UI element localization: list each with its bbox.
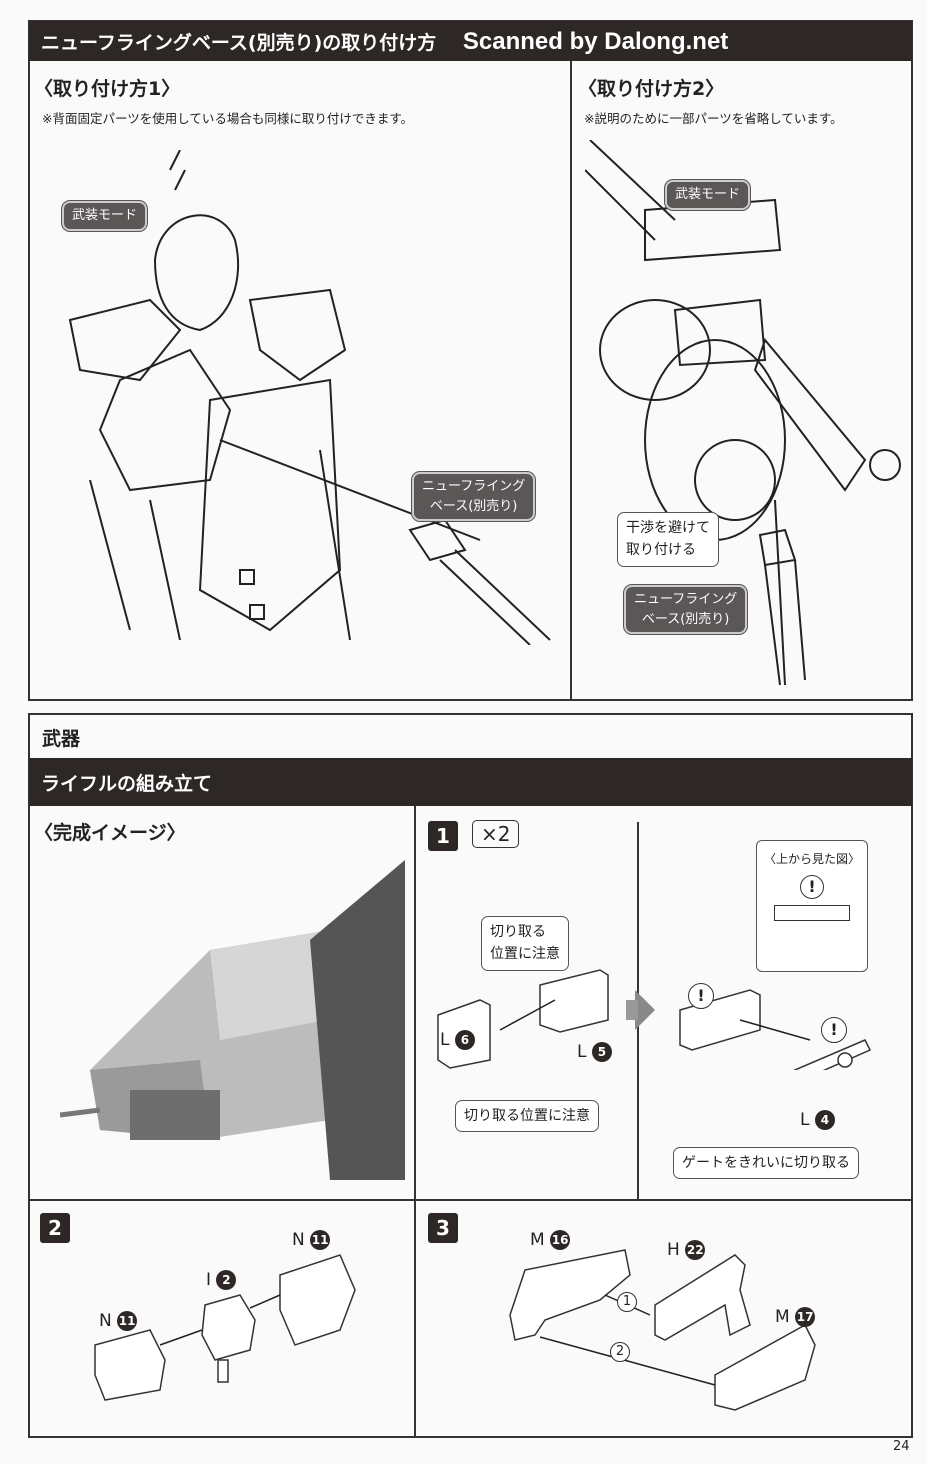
category-heading: 武器 [42, 728, 81, 750]
warning-icon: ! [688, 983, 714, 1009]
weapon-section [28, 713, 913, 1438]
warning-icon: ! [821, 1017, 847, 1043]
page-number: 24 [893, 1439, 910, 1454]
part-label-M16: M 16 [530, 1230, 571, 1250]
order-marker-1: 1 [617, 1292, 637, 1312]
watermark: Scanned by Dalong.net [462, 28, 729, 55]
top-view-label: 〈上から見た図〉 [763, 852, 860, 866]
step3-parts-illustration [509, 1249, 816, 1411]
mode-label-method2: 武装モード [665, 180, 751, 210]
method2-heading: 〈取り付け方2〉 [578, 78, 725, 100]
caution-cut-position-bubble: 切り取る 位置に注意 [481, 916, 569, 971]
method1-heading: 〈取り付け方1〉 [34, 78, 181, 100]
part-label-M17: M 17 [775, 1307, 816, 1327]
part-label-L6: L 6 [440, 1030, 475, 1050]
part-label-L5: L 5 [577, 1042, 612, 1062]
part-label-N11-left: N 11 [99, 1311, 138, 1331]
rifle-assembly-title-bar: ライフルの組み立て [29, 758, 912, 806]
part-label-I2: I 2 [206, 1270, 237, 1290]
mode-label-method1: 武装モード [62, 201, 148, 231]
caution-label-interference: 干渉を避けて 取り付ける [617, 512, 719, 567]
section-title-bar: ニューフライングベース(別売り)の取り付け方 Scanned by Dalong… [29, 21, 912, 61]
top-view-part [774, 905, 850, 921]
flying-base-label-method2: ニューフライング ベース(別売り) [624, 585, 748, 634]
step2-parts-illustration [94, 1254, 356, 1401]
method1-note: ※背面固定パーツを使用している場合も同様に取り付けできます。 [42, 111, 414, 126]
step-2-badge: 2 [40, 1213, 70, 1243]
flying-base-label-method1: ニューフライング ベース(別売り) [412, 472, 536, 521]
part-label-N11-top: N 11 [292, 1230, 331, 1250]
multiplier-badge: ×2 [472, 820, 520, 848]
section-title: ニューフライングベース(別売り)の取り付け方 [41, 32, 437, 54]
grid-divider-horizontal [29, 1199, 912, 1201]
part-label-L4: L 4 [800, 1110, 835, 1130]
order-marker-2: 2 [610, 1342, 630, 1362]
method2-note: ※説明のために一部パーツを省略しています。 [584, 111, 843, 126]
rifle-assembly-title: ライフルの組み立て [41, 773, 213, 795]
rifle-complete-image [60, 860, 405, 1180]
caution-cut-position-single: 切り取る位置に注意 [455, 1100, 599, 1133]
part-label-H22: H 22 [667, 1240, 706, 1260]
top-view-box: 〈上から見た図〉 ! [756, 840, 868, 972]
step-1-badge: 1 [428, 821, 458, 851]
grid-divider-vertical [414, 806, 416, 1437]
step1-parts-illustration [437, 969, 872, 1070]
gate-note-bubble: ゲートをきれいに切り取る [673, 1147, 859, 1180]
divider [570, 60, 572, 700]
figure-illustration-method1 [68, 150, 551, 645]
complete-image-heading: 〈完成イメージ〉 [34, 822, 186, 844]
step-3-badge: 3 [428, 1213, 458, 1243]
warning-icon: ! [800, 875, 824, 899]
